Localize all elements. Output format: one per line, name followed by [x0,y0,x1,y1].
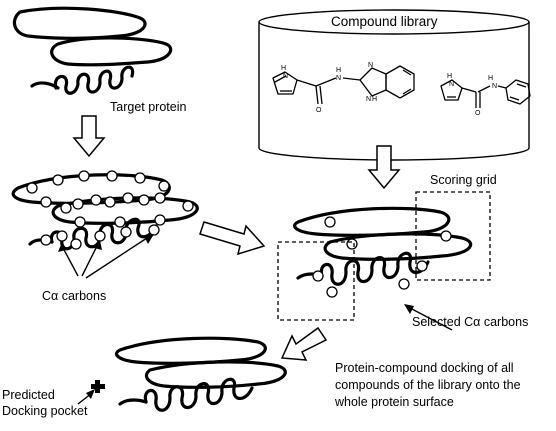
flow-arrow-down-2 [367,145,401,190]
target-protein-label: Target protein [110,100,187,114]
docking-description-line-1: Protein-compound docking of all [335,361,514,375]
imidazole-nh-label: N [366,96,371,103]
scoring-grid-box-left [277,241,355,321]
carbonyl-o-label: O [316,107,322,114]
docking-description: Protein-compound docking of all compound… [335,361,521,409]
flow-arrow-down-left [280,326,328,361]
scoring-grid-label: Scoring grid [430,173,497,187]
scoring-grid-box-right [415,191,491,281]
pyrrole-n-label: N [283,73,288,80]
ca-carbons-label: Cα carbons [42,289,107,303]
ca-label-pointers [58,234,154,279]
compound-library-label: Compound library [331,14,438,29]
predicted-pocket-line-1: Predicted [2,388,55,402]
compound-library-container [258,9,530,161]
docking-pocket-marker [91,380,105,393]
docking-description-line-2: compounds of the library onto the [335,378,521,392]
amide-h-label: H [336,67,341,74]
flow-arrow-right [199,221,266,256]
predicted-pocket-line-2: Docking pocket [2,404,88,418]
carbonyl2-o-label: O [475,110,481,117]
flow-arrow-down-1 [72,115,106,158]
ca-beads-group [26,170,194,250]
amide-n-label: N [336,75,341,82]
target-protein-structure [12,6,173,95]
imidazole-n-label: N [368,62,373,69]
imidazole-h-label: H [372,96,377,103]
pyrrole-h-label: H [281,65,286,72]
protein-predicted-pocket-structure [77,336,287,412]
compound-structure-1: H N O H N N N H [272,62,415,114]
amide2-n-label: N [492,83,497,90]
pyrrole2-n-label: N [449,81,454,88]
protein-docking-structure [277,191,491,331]
selected-ca-carbons-label: Selected Cα carbons [412,315,529,329]
amide2-h-label: H [488,75,493,82]
pyrrole2-h-label: H [447,73,452,80]
docking-description-line-3: whole protein surface [335,395,454,409]
protein-with-ca-carbons [11,170,199,279]
compound-structure-2: H N O H N [440,73,531,117]
predicted-pocket-label: Predicted Docking pocket [2,388,87,418]
